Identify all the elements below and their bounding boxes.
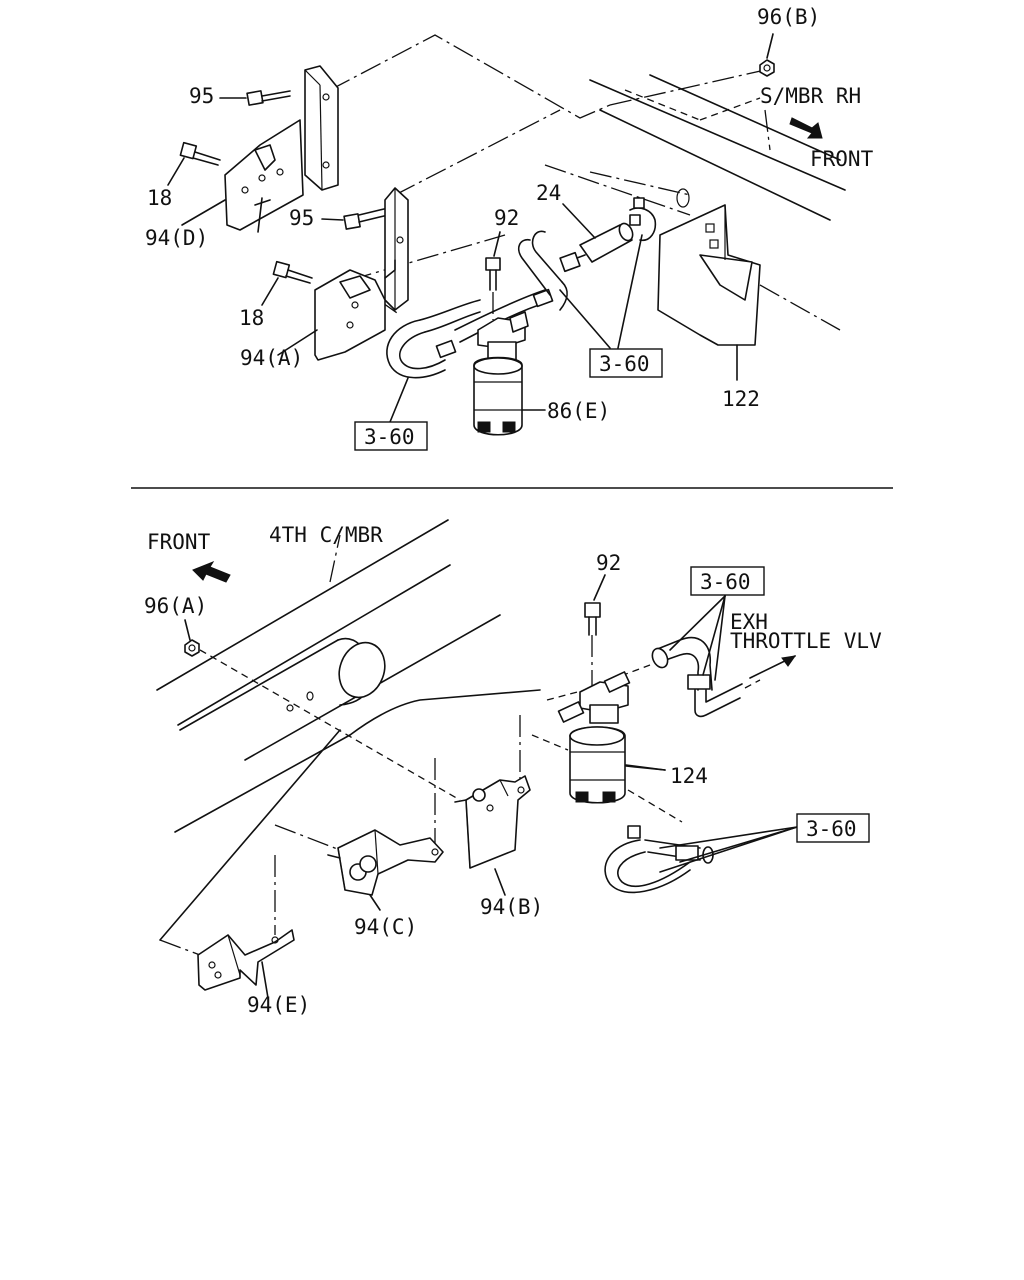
bolt-92-bottom (584, 574, 606, 636)
reference-leaders-bottom (625, 595, 798, 873)
label-18-upper: 18 (147, 186, 172, 210)
cross-member (156, 519, 541, 941)
label-ref-top-1[interactable]: 3-60 (364, 425, 415, 449)
label-ref-top-2[interactable]: 3-60 (599, 352, 650, 376)
label-96a: 96(A) (144, 594, 207, 618)
bracket-94b (454, 775, 531, 896)
top-diagram: 96(B) S/MBR RH FRONT 95 95 18 18 94(D) 9… (145, 5, 874, 451)
label-96b: 96(B) (757, 5, 820, 29)
bolt-95-lower (321, 208, 385, 230)
label-94b: 94(B) (480, 895, 543, 919)
label-94e: 94(E) (247, 993, 310, 1017)
bolt-95-upper (219, 90, 291, 106)
label-side-member: S/MBR RH (760, 84, 861, 108)
sleeve-24 (562, 203, 634, 263)
solenoid-valve-124 (557, 671, 666, 804)
nut-96b (759, 33, 775, 77)
label-18-lower: 18 (239, 306, 264, 330)
bracket-94a (314, 259, 396, 361)
front-arrow-icon (789, 117, 823, 139)
label-24: 24 (536, 181, 561, 205)
label-front-bottom: FRONT (147, 530, 211, 554)
label-124: 124 (670, 764, 708, 788)
label-94a: 94(A) (240, 346, 303, 370)
nut-96a (184, 619, 200, 657)
reference-box-bottom-2[interactable] (796, 813, 870, 843)
bolt-18-lower (261, 260, 313, 306)
label-throttle-valve: THROTTLE VLV (730, 629, 882, 653)
reference-box-top-1[interactable] (354, 421, 428, 451)
assembly-centre-lines-bottom (159, 635, 683, 956)
label-ref-bottom-2[interactable]: 3-60 (806, 817, 857, 841)
reference-leaders-top (181, 199, 643, 423)
label-exh: EXH (730, 610, 768, 634)
label-86e: 86(E) (547, 399, 610, 423)
clip (629, 188, 690, 242)
label-92-top: 92 (494, 206, 519, 230)
label-4th-cross-member: 4TH C/MBR (269, 523, 383, 547)
label-ref-bottom-1[interactable]: 3-60 (700, 570, 751, 594)
hose-loop-bottom (604, 825, 714, 894)
bolt-18-upper (167, 141, 221, 186)
label-92-bottom: 92 (596, 551, 621, 575)
front-arrow-icon-bottom (192, 560, 231, 583)
label-95-lower: 95 (289, 206, 314, 230)
hose-assembly-top (386, 230, 586, 379)
label-94d: 94(D) (145, 226, 208, 250)
bracket-94c (327, 829, 444, 911)
label-95-upper: 95 (189, 84, 214, 108)
bracket-94a-plate (384, 187, 409, 311)
label-front-top: FRONT (810, 147, 874, 171)
bracket-122 (657, 204, 761, 381)
label-122: 122 (722, 387, 760, 411)
reference-box-bottom-1[interactable] (690, 566, 765, 596)
bracket-94d (224, 119, 304, 233)
bracket-94d-plate (304, 65, 339, 191)
bracket-94e (197, 929, 295, 999)
reference-box-top-2[interactable] (589, 348, 663, 378)
solenoid-valve-icon (473, 311, 546, 436)
direction-arrow-icon (749, 655, 797, 679)
bolt-92-top (485, 231, 501, 320)
bottom-diagram: FRONT 4TH C/MBR 96(A) 92 3-60 EXH THROTT… (144, 519, 882, 1017)
label-94c: 94(C) (354, 915, 417, 939)
